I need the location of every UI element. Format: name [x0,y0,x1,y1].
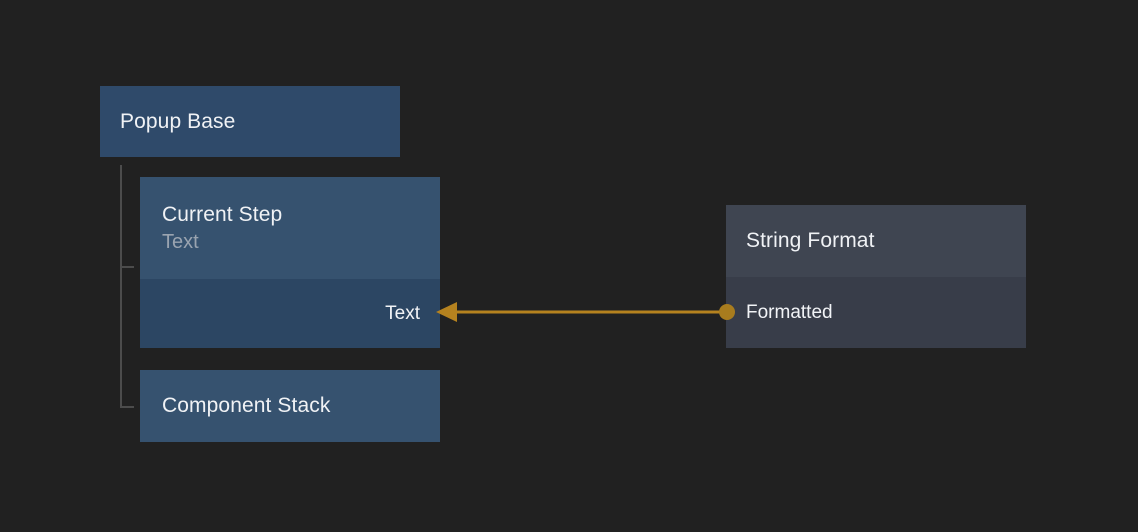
node-current-step-body: Text [140,279,440,348]
connection-wire-formatted-to-text[interactable] [430,298,740,326]
node-component-stack-header: Component Stack [140,370,440,442]
node-component-stack-title: Component Stack [162,394,331,417]
tree-connector [120,165,136,408]
node-current-step-subtitle: Text [162,231,199,253]
tree-spine-line [120,165,122,408]
node-string-format-header: String Format [726,205,1026,277]
node-popup-base-header: Popup Base [100,86,400,157]
node-current-step-title: Current Step [162,203,283,226]
tree-stub-component-stack [120,406,134,408]
node-popup-base[interactable]: Popup Base [100,86,400,157]
wire-endpoint-dot-icon[interactable] [719,304,735,320]
node-current-step-input-pin-label[interactable]: Text [385,302,420,324]
node-string-format-title: String Format [746,229,875,252]
node-popup-base-title: Popup Base [120,109,236,133]
node-string-format[interactable]: String Format Formatted [726,205,1026,348]
node-string-format-output-pin-label[interactable]: Formatted [746,301,833,323]
node-component-stack[interactable]: Component Stack [140,370,440,442]
node-current-step[interactable]: Current Step Text Text [140,177,440,348]
tree-stub-current-step [120,266,134,268]
wire-arrowhead-icon [436,302,457,322]
node-current-step-header: Current Step Text [140,177,440,279]
node-string-format-body: Formatted [726,277,1026,348]
